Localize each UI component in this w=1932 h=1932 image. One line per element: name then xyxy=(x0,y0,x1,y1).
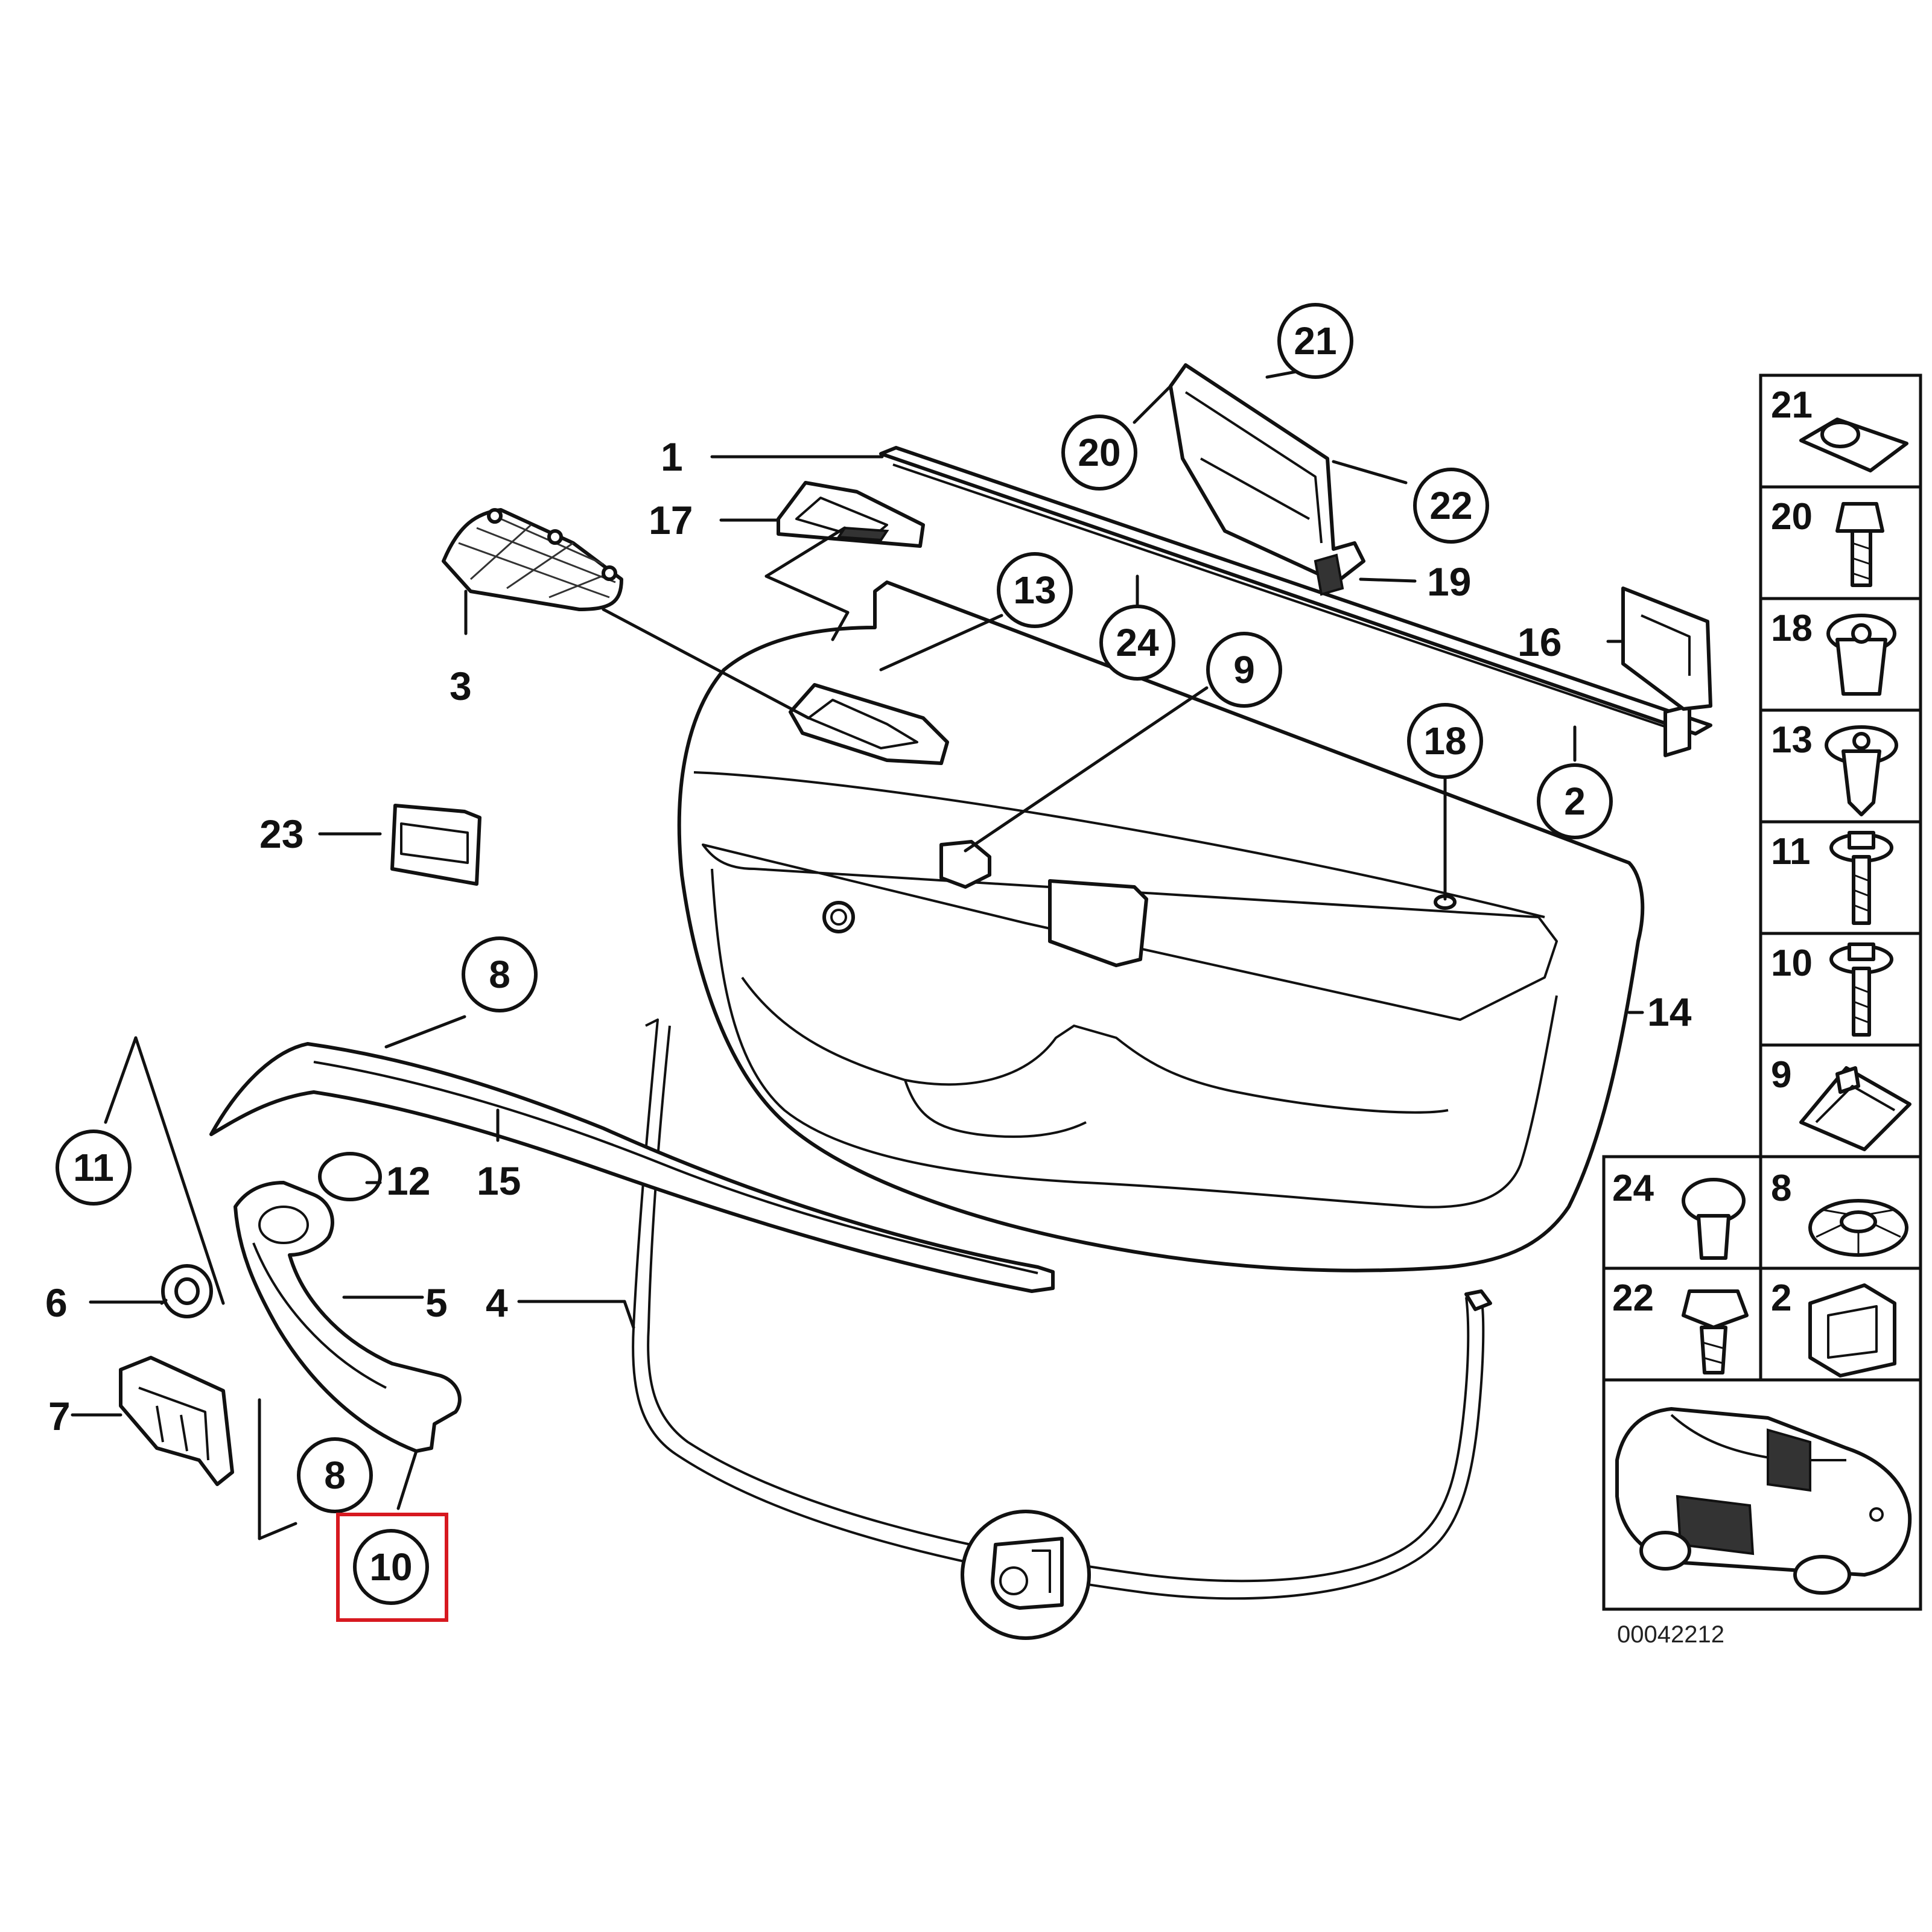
svg-text:8: 8 xyxy=(1771,1168,1791,1209)
part-14-door-panel xyxy=(677,580,1645,1273)
circle-callout-21: 21 xyxy=(1277,303,1353,379)
circle-callout-10: 10 xyxy=(353,1529,429,1605)
circle-callout-18: 18 xyxy=(1407,703,1483,779)
svg-text:18: 18 xyxy=(1423,719,1466,763)
grid-cell-18: 18 xyxy=(1759,597,1922,712)
grid-cell-24: 24 xyxy=(1602,1155,1762,1270)
svg-text:2: 2 xyxy=(1771,1277,1791,1319)
svg-text:11: 11 xyxy=(73,1146,114,1189)
washer-screw-icon xyxy=(1829,831,1893,925)
callout-4: 4 xyxy=(486,1280,508,1325)
star-washer-icon xyxy=(1808,1199,1908,1257)
hex-rivet-icon xyxy=(1682,1289,1749,1374)
svg-text:20: 20 xyxy=(1078,431,1120,474)
circle-callout-24: 24 xyxy=(1099,605,1175,681)
svg-text:24: 24 xyxy=(1116,621,1159,664)
circle-callout-2: 2 xyxy=(1537,763,1613,839)
svg-text:10: 10 xyxy=(1771,942,1813,984)
plastic-rivet-icon xyxy=(1682,1178,1746,1260)
part-16-corner-mount xyxy=(1621,586,1712,711)
callout-12: 12 xyxy=(386,1158,430,1203)
grid-cell-8: 8 xyxy=(1759,1155,1922,1270)
svg-text:21: 21 xyxy=(1294,319,1336,363)
callout-7: 7 xyxy=(48,1394,71,1438)
part-23-badge xyxy=(390,804,481,886)
circle-callout-8-upper: 8 xyxy=(462,936,538,1012)
circle-callout-11: 11 xyxy=(56,1130,132,1206)
part-6-washer xyxy=(161,1264,213,1318)
part-1-window-strip xyxy=(879,446,1712,736)
callout-15: 15 xyxy=(477,1158,521,1203)
svg-text:10: 10 xyxy=(369,1545,412,1589)
grid-cell-13: 13 xyxy=(1759,708,1922,824)
plain-callouts: 1 17 3 23 19 16 14 12 15 6 5 4 7 xyxy=(45,434,1692,1438)
part-17-handle-bezel xyxy=(777,481,925,548)
part-12-cap xyxy=(318,1152,382,1201)
circle-callout-8-lower: 8 xyxy=(297,1437,373,1513)
callout-16: 16 xyxy=(1517,620,1562,664)
push-rivet-icon xyxy=(1825,725,1898,816)
circle-callout-20: 20 xyxy=(1061,415,1137,491)
callout-23: 23 xyxy=(259,812,303,856)
grid-cell-11: 11 xyxy=(1759,820,1922,935)
seal-cross-section-detail xyxy=(961,1510,1091,1640)
part-5-pull-handle xyxy=(234,1181,462,1453)
vehicle-thumbnail xyxy=(1602,1378,1922,1611)
grid-cell-9: 9 xyxy=(1759,1043,1922,1158)
svg-text:8: 8 xyxy=(324,1454,346,1497)
highlight-box-part-10 xyxy=(336,1513,448,1622)
grid-cell-20: 20 xyxy=(1759,485,1922,600)
coupe-car-icon xyxy=(1615,1407,1912,1595)
clip-nut-icon xyxy=(1799,418,1908,472)
expansion-nut-icon xyxy=(1826,614,1896,696)
svg-text:22: 22 xyxy=(1429,484,1472,527)
svg-text:11: 11 xyxy=(1771,831,1811,872)
svg-text:22: 22 xyxy=(1612,1277,1654,1319)
circled-callouts: 21 20 22 13 24 9 18 2 xyxy=(56,303,1613,1605)
part-21-bracket xyxy=(1169,363,1365,596)
diagram-number: 00042212 xyxy=(1617,1621,1724,1648)
svg-text:18: 18 xyxy=(1771,608,1813,649)
svg-text:8: 8 xyxy=(489,953,510,996)
svg-text:13: 13 xyxy=(1013,568,1056,612)
svg-text:24: 24 xyxy=(1612,1168,1654,1209)
svg-text:13: 13 xyxy=(1771,719,1813,761)
part-15-trim-strip xyxy=(209,1042,1055,1293)
svg-text:2: 2 xyxy=(1564,780,1586,823)
grid-cell-22: 22 xyxy=(1602,1266,1762,1382)
callout-6: 6 xyxy=(45,1280,68,1325)
part-2-strip-end xyxy=(1663,704,1691,757)
washer-screw-icon xyxy=(1829,942,1893,1037)
hex-bolt-icon xyxy=(1835,502,1884,587)
svg-text:9: 9 xyxy=(1771,1054,1791,1096)
callout-5: 5 xyxy=(425,1280,448,1325)
callout-17: 17 xyxy=(649,498,693,542)
svg-text:20: 20 xyxy=(1771,496,1813,538)
part-7-bracket xyxy=(119,1356,234,1486)
circle-callout-9: 9 xyxy=(1206,632,1282,708)
callout-3: 3 xyxy=(450,664,472,708)
grid-cell-10: 10 xyxy=(1759,932,1922,1047)
spring-nut-icon xyxy=(1799,1066,1911,1151)
circle-callout-13: 13 xyxy=(997,552,1073,628)
grid-cell-2: 2 xyxy=(1759,1266,1922,1382)
circle-callout-22: 22 xyxy=(1413,468,1489,544)
leader-lines xyxy=(71,366,1644,1540)
callout-14: 14 xyxy=(1647,990,1692,1034)
grid-cell-21: 21 xyxy=(1759,373,1922,489)
fastener-grid: 21 20 18 13 xyxy=(1602,373,1922,1611)
retaining-clip-icon xyxy=(1808,1283,1896,1378)
svg-text:9: 9 xyxy=(1233,648,1255,691)
part-3-mesh-cover xyxy=(442,508,623,611)
callout-1: 1 xyxy=(661,434,683,479)
callout-19: 19 xyxy=(1427,559,1471,604)
svg-text:21: 21 xyxy=(1771,384,1813,426)
